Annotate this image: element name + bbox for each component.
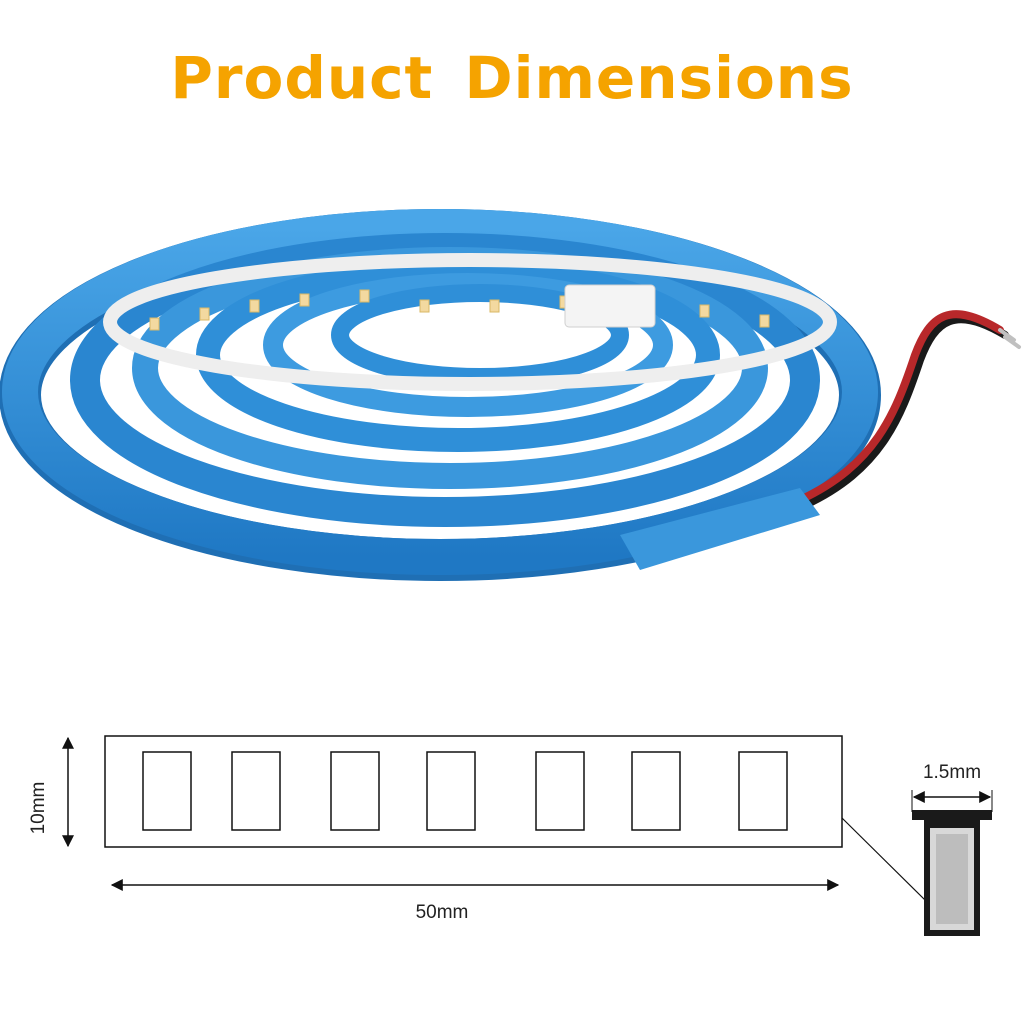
led-chip [738,751,788,831]
led-chip [426,751,476,831]
strip-outline [104,735,843,848]
strip-connector [564,284,656,328]
page-title: Product Dimensions [170,44,854,112]
led-strip-photo [0,209,1021,581]
led-chip [231,751,281,831]
led-chips [142,751,788,831]
strip-coil [0,209,881,581]
led-chip [330,751,380,831]
strip-tail [620,488,820,570]
leader-line [841,817,926,901]
led-chip [142,751,192,831]
height-label: 10mm [28,781,49,835]
led-chip [631,751,681,831]
power-wire [796,310,1021,509]
thickness-label: 1.5mm [922,762,982,783]
led-chip [535,751,585,831]
width-label: 50mm [415,902,469,923]
profile-section [912,810,992,936]
